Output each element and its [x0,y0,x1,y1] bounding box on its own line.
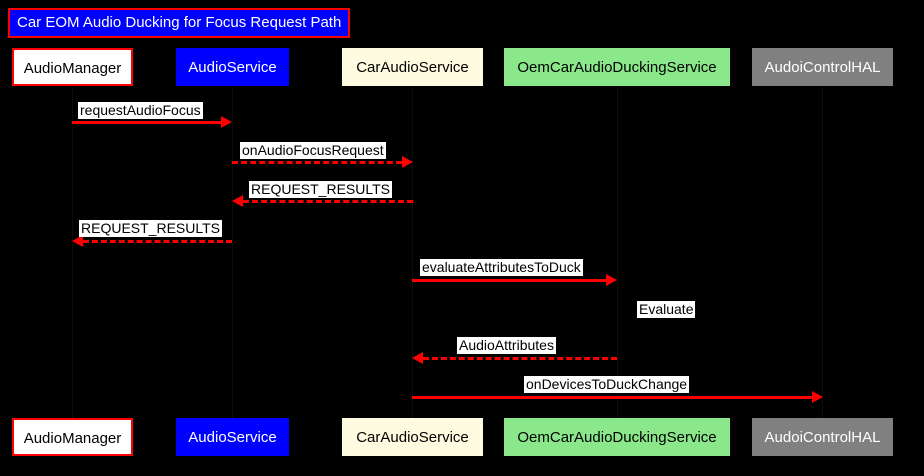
message-arrowhead-m6 [412,352,423,364]
participant-caraudio-bottom[interactable]: CarAudioService [342,418,483,456]
message-line-m1 [72,121,221,124]
lifeline-caraudio [412,88,413,418]
message-arrowhead-m5 [606,274,617,286]
message-arrowhead-m1 [221,116,232,128]
message-arrowhead-m7 [812,391,823,403]
participant-audioservice-top[interactable]: AudioService [176,48,289,86]
message-label-m7: onDevicesToDuckChange [524,376,690,393]
participant-caraudio-top[interactable]: CarAudioService [342,48,483,86]
message-label-m3: REQUEST_RESULTS [249,181,392,198]
diagram-title: Car EOM Audio Ducking for Focus Request … [8,8,351,38]
participant-oemducking-top[interactable]: OemCarAudioDuckingService [504,48,730,86]
participant-audiomanager-bottom[interactable]: AudioManager [12,418,133,456]
message-arrowhead-m2 [402,156,413,168]
message-line-m5 [412,279,606,282]
message-label-m4: REQUEST_RESULTS [79,220,222,237]
message-label-m6: AudioAttributes [457,337,556,354]
participant-halcontrol-top[interactable]: AudoiControlHAL [752,48,893,86]
message-arrowhead-m4 [72,235,83,247]
lifeline-halcontrol [822,88,823,418]
note-n1: Evaluate [637,301,696,318]
message-label-m2: onAudioFocusRequest [240,142,386,159]
message-line-m7 [412,396,812,399]
participant-oemducking-bottom[interactable]: OemCarAudioDuckingService [504,418,730,456]
participant-audioservice-bottom[interactable]: AudioService [176,418,289,456]
message-label-m5: evaluateAttributesToDuck [420,259,583,276]
participant-audiomanager-top[interactable]: AudioManager [12,48,133,86]
lifeline-audioservice [232,88,233,418]
message-line-m6 [423,357,617,360]
message-line-m3 [243,200,413,203]
message-label-m1: requestAudioFocus [78,102,203,119]
lifeline-audiomanager [72,88,73,418]
message-arrowhead-m3 [232,195,243,207]
participant-halcontrol-bottom[interactable]: AudoiControlHAL [752,418,893,456]
message-line-m2 [232,161,402,164]
lifeline-oemducking [617,88,618,418]
message-line-m4 [83,240,232,243]
